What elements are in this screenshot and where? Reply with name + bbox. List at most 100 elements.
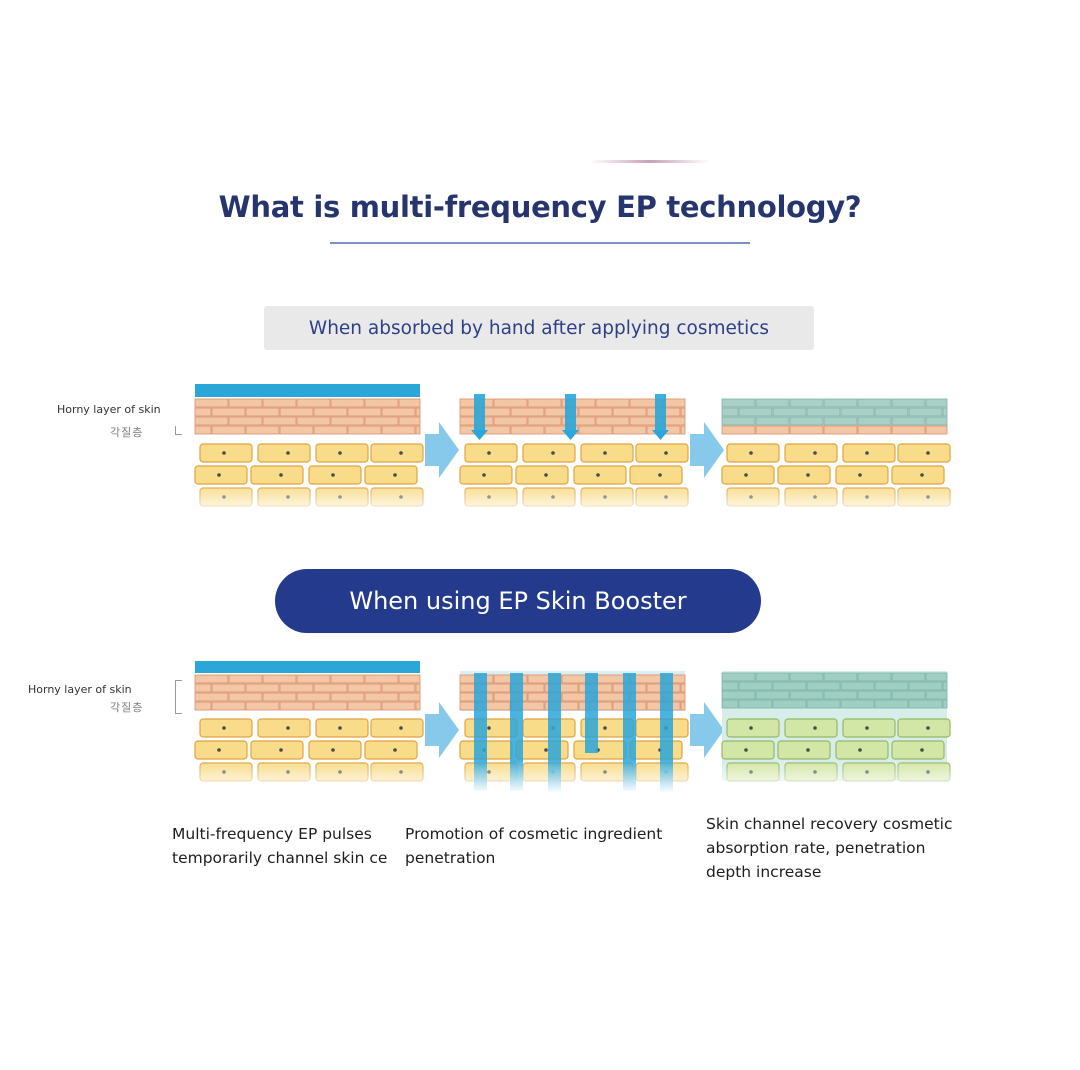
cell-nucleus (596, 473, 600, 477)
skin-brick (527, 398, 562, 408)
skin-brick (194, 701, 212, 711)
skin-brick (194, 398, 229, 408)
skin-brick (874, 407, 909, 417)
skin-brick (228, 398, 263, 408)
hand-diagram-1 (193, 384, 425, 516)
skin-brick (891, 425, 926, 435)
skin-brick (840, 407, 875, 417)
cell-nucleus (217, 473, 221, 477)
skin-brick (211, 407, 246, 417)
penetration-tip (471, 430, 488, 440)
cell-nucleus (217, 748, 221, 752)
skin-cell (364, 740, 418, 760)
skin-cell (629, 740, 683, 760)
skin-brick (806, 407, 841, 417)
skin-brick (840, 699, 875, 709)
horny-layer-label-2: Horny layer of skin (28, 683, 132, 696)
panel-fade (720, 761, 952, 793)
cell-nucleus (920, 473, 924, 477)
skin-brick (279, 407, 314, 417)
skin-brick (663, 416, 686, 426)
cell-nucleus (487, 726, 491, 730)
skin-cell (315, 718, 369, 738)
skin-brick (925, 672, 948, 682)
panel-fade (458, 761, 690, 793)
skin-brick (595, 416, 630, 426)
skin-cell (257, 718, 311, 738)
skin-brick (493, 416, 528, 426)
skin-brick (364, 398, 399, 408)
skin-brick (347, 683, 382, 693)
skin-cell (891, 740, 945, 760)
skin-brick (925, 425, 948, 435)
skin-cell (194, 465, 248, 485)
skin-brick (415, 425, 421, 435)
skin-cell (464, 718, 518, 738)
skin-brick (415, 407, 421, 417)
top-decoration (590, 160, 710, 163)
skin-brick (942, 681, 948, 691)
skin-brick (680, 425, 686, 435)
ep-diagram-2 (458, 671, 690, 793)
skin-brick (364, 416, 399, 426)
cell-nucleus (865, 726, 869, 730)
skin-brick (415, 701, 421, 711)
skin-brick (347, 425, 382, 435)
skin-brick (228, 692, 263, 702)
penetration-channel (474, 394, 485, 430)
skin-brick (789, 690, 824, 700)
skin-brick (194, 407, 212, 417)
skin-brick (211, 425, 246, 435)
horny-layer-label-1: Horny layer of skin (57, 403, 161, 416)
skin-brick (381, 407, 416, 417)
skin-brick (857, 425, 892, 435)
skin-brick (721, 425, 756, 435)
skin-brick (194, 416, 229, 426)
skin-brick (279, 425, 314, 435)
skin-cell (199, 443, 253, 463)
skin-cell (835, 465, 889, 485)
skin-brick (755, 690, 790, 700)
skin-brick (544, 683, 579, 693)
skin-brick (544, 407, 579, 417)
skin-brick (364, 692, 399, 702)
skin-brick (721, 416, 756, 426)
cell-nucleus (749, 726, 753, 730)
skin-brick (296, 398, 331, 408)
hand-diagram-3 (720, 398, 952, 516)
skin-cell (726, 443, 780, 463)
cell-nucleus (279, 473, 283, 477)
cell-nucleus (222, 726, 226, 730)
cell-nucleus (222, 451, 226, 455)
skin-brick (942, 407, 948, 417)
skin-brick (789, 672, 824, 682)
skin-brick (908, 681, 943, 691)
skin-cell (897, 718, 951, 738)
skin-brick (347, 407, 382, 417)
cosmetic-layer (195, 661, 420, 673)
cell-nucleus (331, 473, 335, 477)
cell-nucleus (813, 726, 817, 730)
cell-nucleus (338, 726, 342, 730)
skin-brick (738, 407, 773, 417)
skin-brick (857, 690, 892, 700)
penetration-channel (655, 394, 666, 430)
skin-brick (755, 425, 790, 435)
ep-booster-pill: When using EP Skin Booster (275, 569, 761, 633)
hand-diagram-2 (458, 394, 690, 516)
skin-brick (245, 407, 280, 417)
skin-brick (194, 425, 212, 435)
skin-brick (595, 398, 630, 408)
cell-nucleus (393, 748, 397, 752)
skin-brick (510, 425, 545, 435)
process-arrow-icon (690, 422, 724, 478)
skin-cell (315, 443, 369, 463)
process-arrow-shape (425, 422, 459, 478)
skin-brick (459, 407, 477, 417)
skin-cell (777, 740, 831, 760)
skin-brick (313, 701, 348, 711)
cell-nucleus (744, 473, 748, 477)
skin-brick (823, 425, 858, 435)
skin-brick (680, 683, 686, 693)
skin-brick (194, 683, 212, 693)
